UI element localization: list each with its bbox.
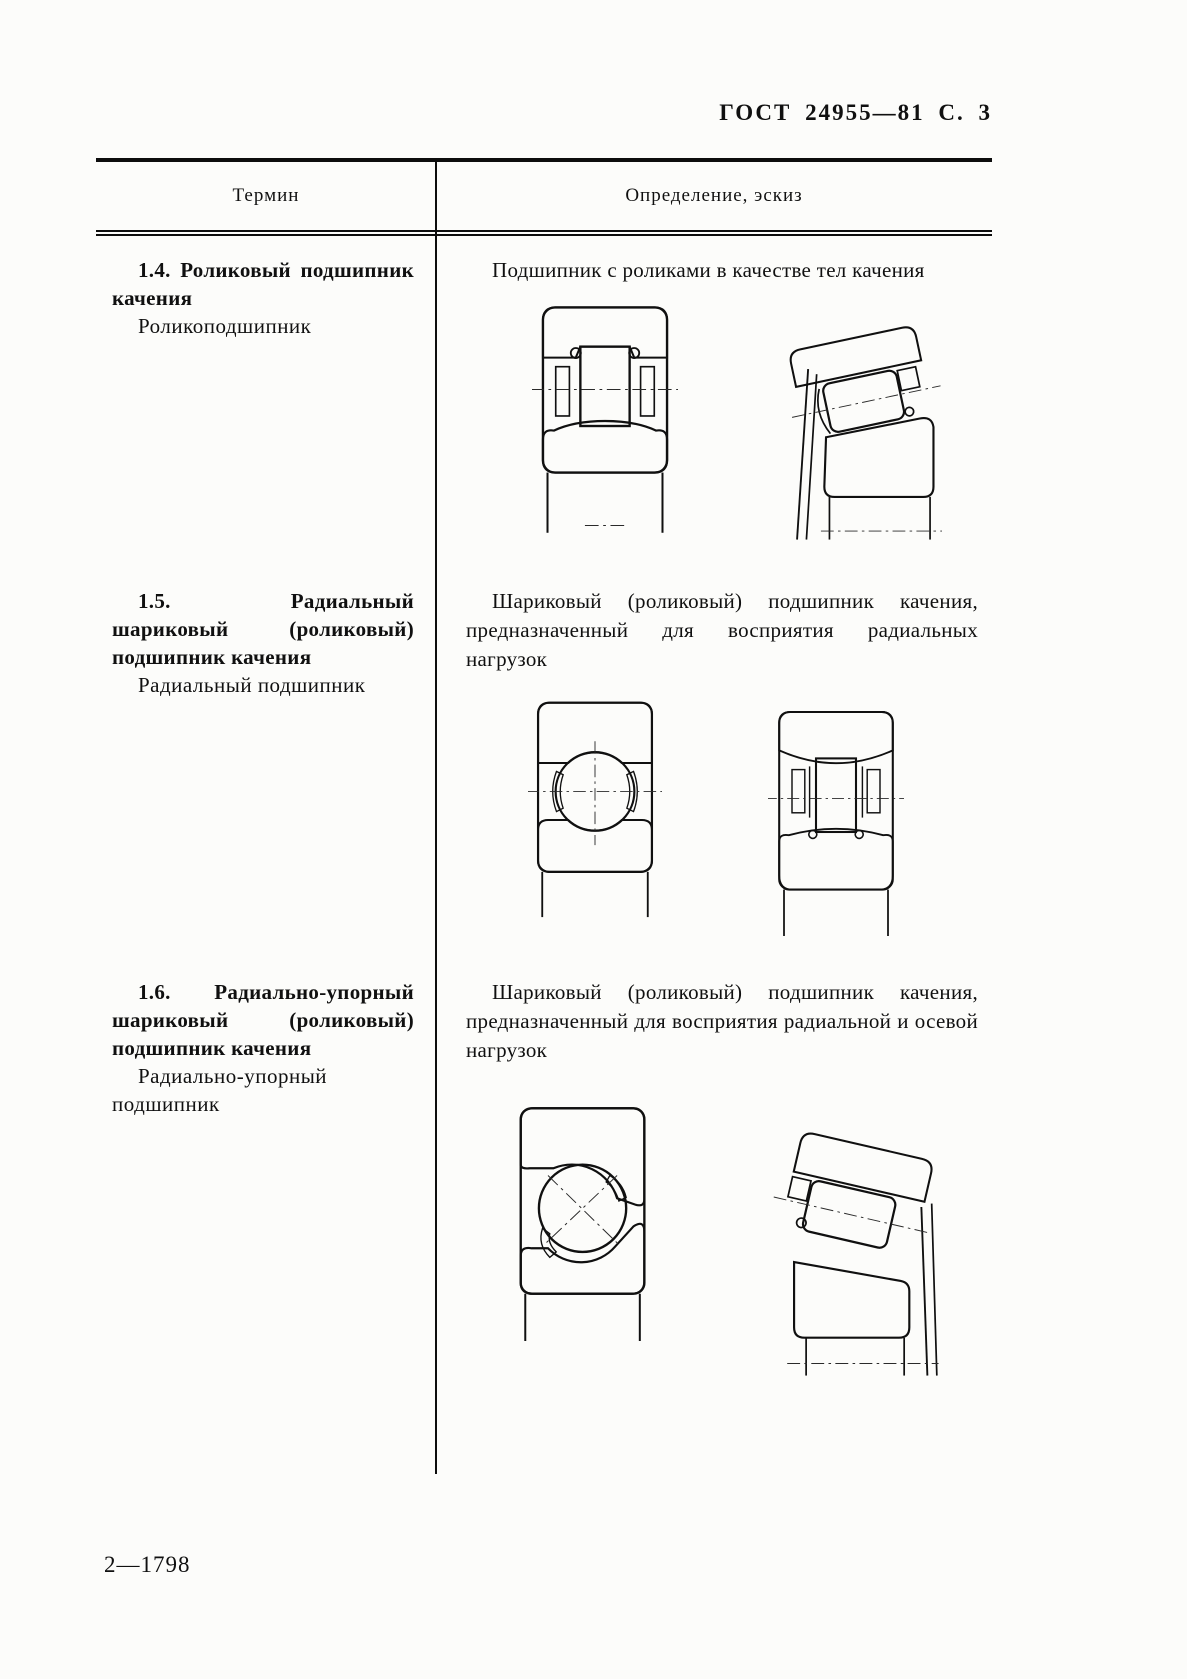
definition-cell: Шариковый (роликовый) подшипник качения,… xyxy=(436,587,992,938)
running-head: ГОСТ 24955—81 С. 3 xyxy=(719,100,992,125)
table-row-1-4: 1.4. Роликовый подшипник качения Роликоп… xyxy=(96,236,992,541)
terms-table: Термин Определение, эскиз 1.4. Роликовый… xyxy=(96,158,992,1474)
term-title: 1.5. Радиальный шариковый (роликовый) по… xyxy=(112,587,414,671)
term-cell: 1.5. Радиальный шариковый (роликовый) по… xyxy=(96,587,436,938)
term-text: Радиально-упорный шариковый (роликовый) … xyxy=(112,979,414,1060)
sketch-angular-contact-ball-bearing xyxy=(519,1106,646,1341)
table-row-1-6: 1.6. Радиально-упорный шариковый (ролико… xyxy=(96,938,992,1379)
sketch-cylindrical-roller-bearing xyxy=(532,306,678,533)
term-text: Роликовый подшипник качения xyxy=(112,258,414,310)
term-number: 1.5. xyxy=(138,589,171,614)
sketch-tapered-roller-bearing xyxy=(789,326,942,540)
term-number: 1.6. xyxy=(138,979,171,1004)
table-header-row: Термин Определение, эскиз xyxy=(96,162,992,236)
column-header-definition: Определение, эскиз xyxy=(625,185,803,206)
term-short-form: Радиально-упорный подшипник xyxy=(112,1063,328,1116)
sketch-row xyxy=(466,696,984,938)
definition-text: Шариковый (роликовый) подшипник качения,… xyxy=(466,589,978,672)
definition-text: Подшипник с роликами в качестве тел каче… xyxy=(492,258,925,282)
term-title: 1.4. Роликовый подшипник качения xyxy=(112,256,414,312)
table-row-1-5: 1.5. Радиальный шариковый (роликовый) по… xyxy=(96,541,992,938)
term-cell: 1.6. Радиально-упорный шариковый (ролико… xyxy=(96,978,436,1379)
sketch-row xyxy=(466,1101,984,1379)
sketch-radial-roller-bearing xyxy=(768,711,904,937)
sketch-tapered-roller-bearing-2 xyxy=(773,1132,939,1376)
definition-cell: Подшипник с роликами в качестве тел каче… xyxy=(436,256,992,541)
term-text: Радиальный шариковый (роликовый) подшипн… xyxy=(112,589,414,670)
sketch-row xyxy=(466,301,984,541)
term-cell: 1.4. Роликовый подшипник качения Роликоп… xyxy=(96,256,436,541)
term-short-form: Радиальный подшипник xyxy=(138,673,366,698)
term-title: 1.6. Радиально-упорный шариковый (ролико… xyxy=(112,978,414,1062)
definition-cell: Шариковый (роликовый) подшипник качения,… xyxy=(436,978,992,1379)
print-signature: 2—1798 xyxy=(104,1552,191,1577)
term-number: 1.4. xyxy=(138,258,171,282)
sketch-radial-ball-bearing xyxy=(528,701,662,918)
term-short-form: Роликоподшипник xyxy=(138,314,312,338)
definition-text: Шариковый (роликовый) подшипник качения,… xyxy=(466,979,978,1062)
column-header-term: Термин xyxy=(232,185,300,206)
column-divider xyxy=(435,162,437,1474)
